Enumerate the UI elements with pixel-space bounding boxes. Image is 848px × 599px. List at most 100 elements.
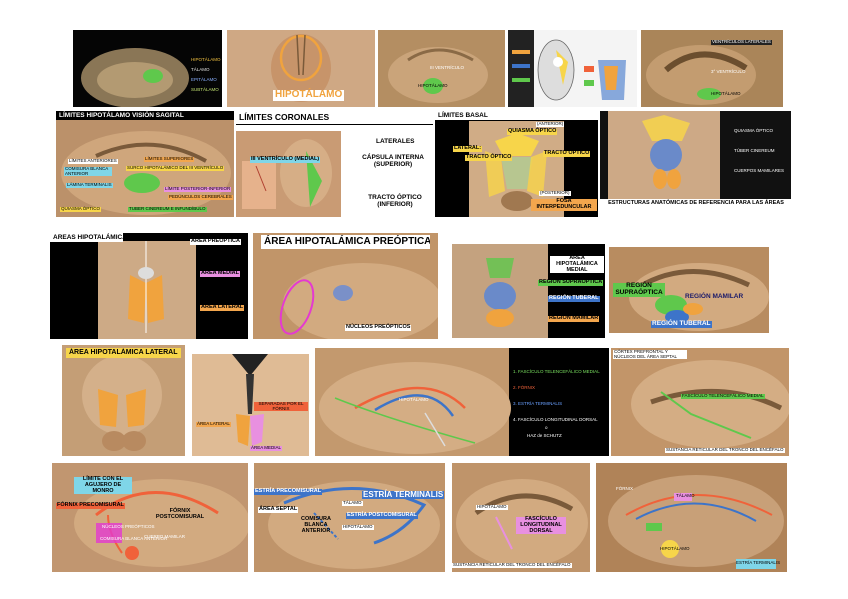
label-ventriculos-laterales: VENTRÍCULOS LATERALES: [711, 39, 772, 45]
label-nucleos-preopticos-2: NÚCLEOS PREÓPTICOS: [102, 524, 155, 529]
coronales-title: LÍMITES CORONALES: [236, 111, 433, 125]
label-fornix-list: 2. FÓRNIX: [513, 385, 536, 390]
label-separadas-fornix: SEPARADAS POR EL FÓRNIX: [254, 401, 308, 412]
brain-final-image: [596, 463, 787, 572]
label-nucleos-preopticos: NÚCLEOS PREÓPTICOS: [345, 324, 412, 331]
tile-cortex-prefrontal: CÓRTEX PREFRONTAL Y NÚCLEOS DEL ÁREA SEP…: [611, 348, 789, 456]
tile-hypothalamus-basal: HIPOTÁLAMO: [227, 30, 375, 107]
tile-area-preoptica: ÁREA HIPOTALÁMICA PREÓPTICA NÚCLEOS PREÓ…: [253, 233, 438, 339]
label-area-lateral: AREA LATERAL: [200, 304, 245, 311]
label-fornix-precomisural: FÓRNIX PRECOMISURAL: [56, 502, 125, 509]
label-fornix-final: FÓRNIX: [616, 486, 634, 491]
brain-midsagittal-image: [378, 30, 505, 107]
tile-limites-basal: LÍMITES BASAL (ANTERIOR) QUIASMA ÓPTICO …: [435, 111, 598, 217]
label-hipotalamo-5: HIPOTÁLAMO: [711, 91, 741, 96]
tile-sagittal-ventricle: III VENTRÍCULO HIPOTÁLAMO: [378, 30, 505, 107]
brain-coronal-limits-image: [236, 131, 433, 217]
label-estria-precomisural: ESTRÍA PRECOMISURAL: [254, 488, 323, 495]
label-region-supraoptica-2: REGIÓN SUPRAÓPTICA: [613, 282, 665, 297]
label-region-supraoptica: REGIÓN SUPRAÓPTICA: [538, 279, 604, 286]
tile-estructuras-referencia: QUIASMA ÓPTICO TÚBER CINEREUM CUERPOS MA…: [600, 111, 791, 217]
label-fasciculo-telencefalico: 1. FASCÍCULO TELENCEFÁLICO MEDIAL: [513, 369, 600, 374]
label-region-tuberal-2: REGIÓN TUBERAL: [651, 320, 712, 328]
tile-area-medial: AREA HIPOTALÁMICA MEDIAL REGIÓN SUPRAÓPT…: [452, 244, 605, 338]
label-3-ventriculo: 3° VENTRÍCULO: [711, 69, 746, 74]
brain-medial-image: [452, 244, 548, 338]
tile-regiones: REGIÓN SUPRAÓPTICA REGIÓN MAMILAR REGIÓN…: [609, 247, 769, 333]
label-epitalamo: EPITÁLAMO: [191, 77, 217, 82]
label-fornix-postcomisural: FÓRNIX POSTCOMISURAL: [155, 508, 205, 520]
label-lamina-terminalis: LÁMINA TERMINALIS: [66, 182, 113, 188]
basal-title: LÍMITES BASAL: [435, 111, 598, 121]
brain-reference-image: [600, 111, 791, 199]
label-surco-hipotalamico: SURCO HIPOTALÁMICO DEL III VENTRÍCULO: [126, 165, 225, 171]
label-limite-posterior: LÍMITE POSTERIOR-INFERIOR: [164, 186, 232, 192]
label-area-lateral-2: ÁREA LATERAL: [196, 421, 231, 427]
label-capsula-interna: CÁPSULA INTERNA (SUPERIOR): [362, 154, 424, 168]
label-fosa-interpeduncular: FOSA INTERPEDUNCULAR: [531, 198, 597, 211]
label-ref-tuber: TÚBER CINEREUM: [734, 148, 775, 153]
label-hipotalamo-fasc: HIPOTÁLAMO: [399, 397, 429, 402]
tile-estria-terminalis: ESTRÍA PRECOMISURAL TÁLAMO ESTRÍA TERMIN…: [254, 463, 445, 572]
label-quiasma-optico-basal: QUIASMA ÓPTICO: [507, 128, 558, 135]
label-region-tuberal: REGIÓN TUBERAL: [548, 295, 600, 302]
label-area-medial: AREA MEDIAL: [200, 270, 240, 277]
label-haz-schutz: HAZ de SCHUTZ: [527, 433, 562, 438]
label-hipotalamo-3: HIPOTÁLAMO: [418, 83, 448, 88]
label-o: o: [545, 425, 548, 430]
brain-sagittal-limits-image: [56, 111, 234, 217]
tile-limites-coronales: LÍMITES CORONALES III VENTRÍCULO (MEDIAL…: [236, 111, 433, 217]
label-ref-quiasma: QUIASMA ÓPTICO: [734, 128, 774, 133]
label-estria-terminalis: ESTRÍA TERMINALIS: [362, 490, 445, 500]
brain-cortex-image: [611, 348, 789, 456]
label-quiasma-optico: QUIASMA ÓPTICO: [60, 206, 102, 212]
label-iii-ventriculo-medial: III VENTRÍCULO (MEDIAL): [250, 156, 321, 163]
label-estria-postcomisural: ESTRÍA POSTCOMISURAL: [346, 512, 418, 519]
tile-coronal-diagram: [508, 30, 637, 107]
sagital-title: LÍMITES HIPOTÁLAMO VISIÓN SAGITAL: [56, 111, 234, 120]
label-pedunculos: PEDÚNCULOS CEREBRALES: [168, 194, 233, 200]
label-cortex-prefrontal: CÓRTEX PREFRONTAL Y NÚCLEOS DEL ÁREA SEP…: [613, 349, 687, 360]
brain-preoptic-image: [253, 233, 438, 339]
label-region-mamilar: REGIÓN MAMILAR: [548, 315, 600, 322]
label-comisura-blanca: COMISURA BLANCA ANTERIOR: [64, 166, 112, 177]
label-limites-anteriores: LÍMITES ANTERIORES: [68, 158, 118, 164]
label-area-hipotalamica-medial: AREA HIPOTALÁMICA MEDIAL: [550, 255, 604, 274]
label-talamo-final: TÁLAMO: [676, 493, 695, 498]
referencia-caption: ESTRUCTURAS ANATÓMICAS DE REFERENCIA PAR…: [608, 200, 784, 206]
label-sustancia-reticular: SUSTANCIA RETICULAR DEL TRONCO DEL ENCÉF…: [665, 447, 785, 453]
tile-fasciculos: HIPOTÁLAMO 1. FASCÍCULO TELENCEFÁLICO ME…: [315, 348, 609, 456]
tile-fornix: LÍMITE CON EL AGUJERO DE MONRO FÓRNIX PR…: [52, 463, 248, 572]
label-hipotalamo: HIPOTÁLAMO: [191, 57, 221, 62]
hipotalamo-title: HIPOTÁLAMO: [273, 89, 345, 101]
brain-fascicles-image: [315, 348, 511, 456]
label-area-septal: ÁREA SEPTAL: [258, 506, 299, 513]
label-tracto-optico-left: TRACTO ÓPTICO: [465, 154, 513, 161]
label-area-preoptica: AREA PREÓPTICA: [190, 238, 241, 245]
label-lateral: LATERAL:: [453, 145, 483, 152]
label-hipotalamo-estria: HIPOTÁLAMO: [342, 524, 374, 530]
tile-limites-sagital: LÍMITES HIPOTÁLAMO VISIÓN SAGITAL LÍMITE…: [56, 111, 234, 217]
label-iii-ventriculo: III VENTRÍCULO: [430, 65, 465, 70]
label-hipotalamo-final: HIPOTÁLAMO: [660, 546, 690, 551]
label-fasciculo-longitudinal-dorsal: FASCÍCULO LONGITUDINAL DORSAL: [516, 516, 566, 535]
coronal-diagram-image: [508, 30, 637, 107]
label-posterior: (POSTERIOR): [539, 190, 571, 196]
areas-title: AREAS HIPOTALÁMICAS: [50, 233, 123, 242]
label-comisura-blanca-3: COMISURA BLANCA ANTERIOR: [301, 516, 331, 534]
tile-area-lateral: ÁREA HIPOTALÁMICA LATERAL: [62, 345, 185, 456]
brain-basal-image: [227, 30, 375, 107]
label-hipotalamo-dorsal: HIPOTÁLAMO: [476, 504, 508, 510]
label-laterales: LATERALES: [376, 138, 415, 145]
preoptica-title: ÁREA HIPOTALÁMICA PREÓPTICA: [261, 235, 430, 249]
brain-lateral-area-image: [62, 345, 185, 456]
tile-sagittal-overview: HIPOTÁLAMO TÁLAMO EPITÁLAMO SUBTÁLAMO: [73, 30, 222, 107]
label-talamo-estria: TÁLAMO: [342, 500, 363, 506]
label-cuerpo-mamilar: CUERPO MAMILAR: [144, 534, 186, 539]
label-comisura-blanca-2: COMISURA BLANCA ANTERIOR: [100, 536, 168, 541]
brain-fornix-image: [52, 463, 248, 572]
tile-final-overview: TÁLAMO HIPOTÁLAMO FÓRNIX ESTRÍA TERMINAL…: [596, 463, 787, 572]
label-subtalamo: SUBTÁLAMO: [191, 87, 219, 92]
tile-coronal-fornix: SEPARADAS POR EL FÓRNIX ÁREA LATERAL ÁRE…: [192, 354, 309, 456]
label-anterior: (ANTERIOR): [536, 121, 565, 127]
